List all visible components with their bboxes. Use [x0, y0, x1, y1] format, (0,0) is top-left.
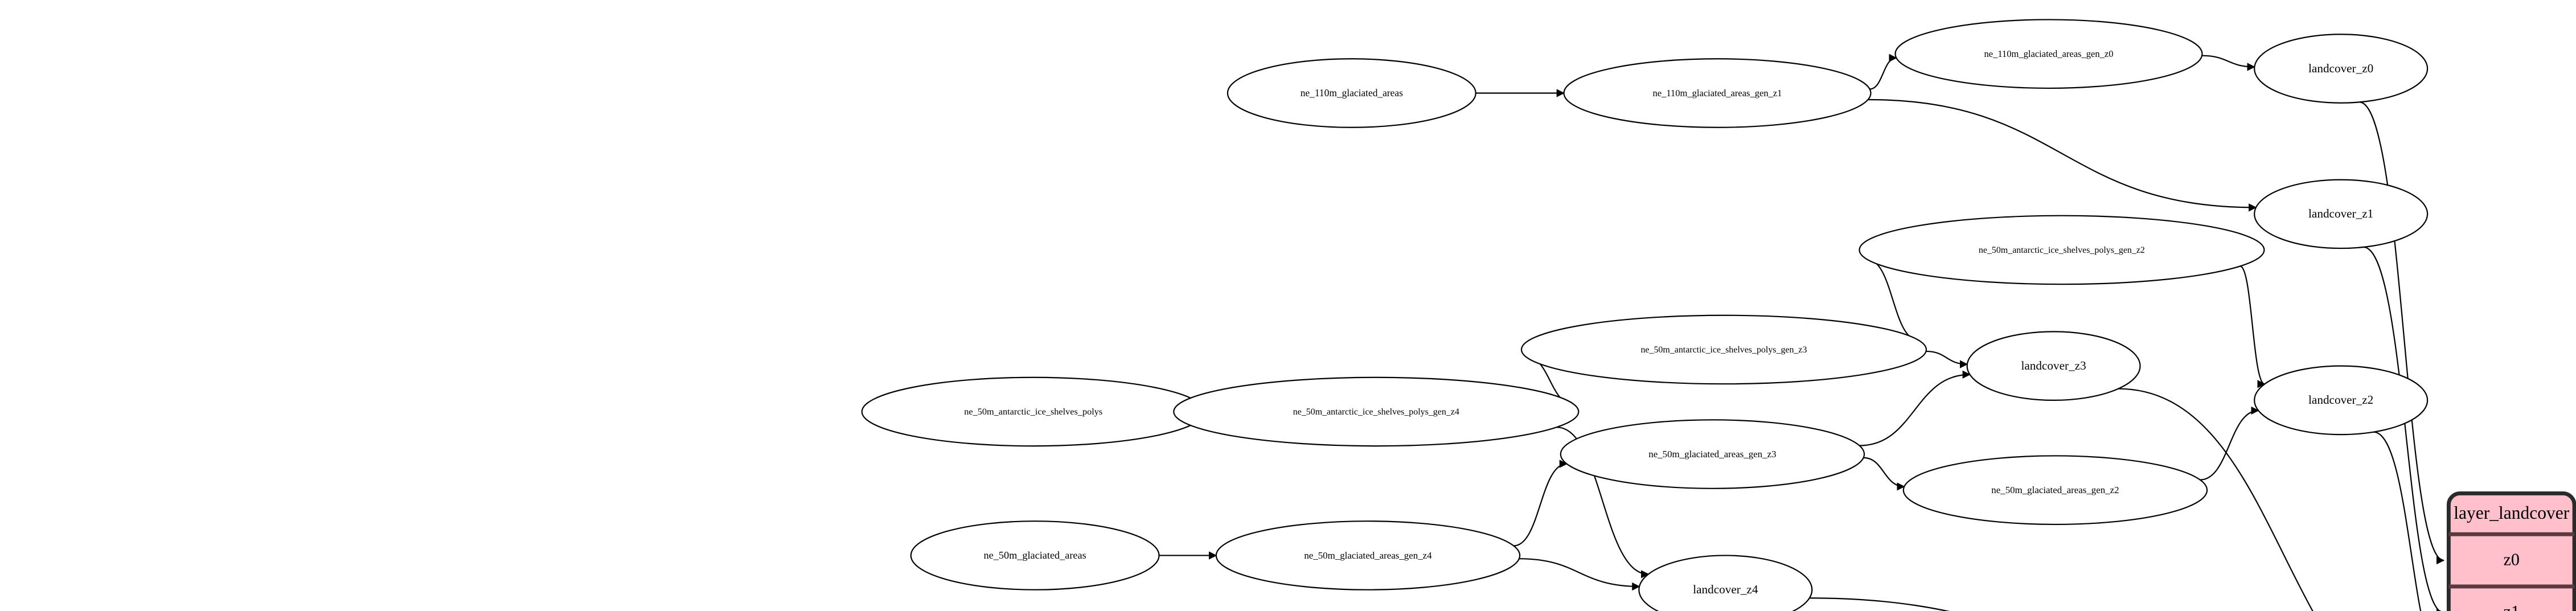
- graph-node-ne_50m_glaciated_areas_gen_z4[interactable]: ne_50m_glaciated_areas_gen_z4: [1216, 521, 1520, 589]
- node-label: landcover_z0: [2308, 61, 2373, 75]
- graph-edge-landcover_z3--to--layer_landcover.z3: [2118, 389, 2444, 611]
- table-title: layer_landcover: [2454, 503, 2570, 523]
- graph-node-ne_110m_glaciated_areas[interactable]: ne_110m_glaciated_areas: [1228, 59, 1476, 127]
- graph-node-ne_110m_glaciated_areas_gen_z0[interactable]: ne_110m_glaciated_areas_gen_z0: [1895, 19, 2202, 88]
- node-shape: [1521, 315, 1926, 384]
- graph-edge-landcover_z2--to--layer_landcover.z2: [2373, 432, 2443, 611]
- node-shape: [1904, 456, 2207, 524]
- node-label: landcover_z1: [2308, 207, 2373, 220]
- node-label: ne_110m_glaciated_areas: [1301, 87, 1403, 99]
- graph-edge-ne_50m_antarctic_ice_shelves_polys_gen_z3--to--landcover_z3: [1926, 351, 1970, 376]
- graph-node-ne_50m_glaciated_areas[interactable]: ne_50m_glaciated_areas: [911, 521, 1159, 589]
- graph-edge-ne_50m_antarctic_ice_shelves_polys_gen_z2--to--landcover_z2: [2240, 266, 2267, 396]
- nodes-layer: imposm3osm_landcover_polygonsimplify_vw_…: [0, 19, 2457, 611]
- graph-node-ne_50m_glaciated_areas_gen_z3[interactable]: ne_50m_glaciated_areas_gen_z3: [1561, 420, 1864, 488]
- graph-edge-ne_50m_glaciated_areas_gen_z2--to--landcover_z2: [2200, 399, 2261, 480]
- node-label: ne_50m_antarctic_ice_shelves_polys_gen_z…: [1640, 345, 1807, 355]
- graph-edge-ne_110m_glaciated_areas_gen_z1--to--landcover_z1: [1868, 100, 2259, 219]
- node-label: ne_50m_glaciated_areas: [984, 550, 1086, 561]
- node-shape: [2254, 180, 2427, 248]
- graph-node-ne_50m_antarctic_ice_shelves_polys_gen_z3[interactable]: ne_50m_antarctic_ice_shelves_polys_gen_z…: [1521, 315, 1926, 384]
- node-shape: [1564, 59, 1871, 127]
- node-label: ne_50m_antarctic_ice_shelves_polys_gen_z…: [1293, 407, 1459, 417]
- table-background: [2446, 491, 2576, 611]
- graph-node-ne_50m_antarctic_ice_shelves_polys_gen_z2[interactable]: ne_50m_antarctic_ice_shelves_polys_gen_z…: [1859, 216, 2264, 284]
- node-label: landcover_z3: [2021, 359, 2086, 372]
- layer-landcover-table: layer_landcoverz0z1z2z3z4z5z6z7z8z9z10z1…: [2446, 491, 2576, 611]
- node-shape: [1216, 521, 1520, 589]
- graph-node-ne_50m_antarctic_ice_shelves_polys_gen_z4[interactable]: ne_50m_antarctic_ice_shelves_polys_gen_z…: [1174, 378, 1578, 446]
- node-shape: [1967, 331, 2140, 400]
- graph-edge-ne_50m_glaciated_areas_gen_z3--to--landcover_z3: [1860, 363, 1972, 446]
- table-row-z0[interactable]: z0: [2504, 550, 2520, 569]
- node-label: ne_50m_glaciated_areas_gen_z3: [1648, 449, 1776, 460]
- node-shape: [1859, 216, 2264, 284]
- node-label: ne_50m_glaciated_areas_gen_z4: [1304, 550, 1432, 561]
- node-shape: [2254, 366, 2427, 434]
- graph-edge-ne_50m_glaciated_areas_gen_z4--to--landcover_z4: [1519, 559, 1642, 598]
- node-label: ne_50m_antarctic_ice_shelves_polys_gen_z…: [1979, 245, 2145, 255]
- node-shape: [1228, 59, 1476, 127]
- node-shape: [1561, 420, 1864, 488]
- node-label: landcover_z2: [2308, 393, 2373, 407]
- graph-node-landcover_z4[interactable]: landcover_z4: [1639, 555, 1812, 611]
- node-shape: [1174, 378, 1578, 446]
- graph-edge-ne_110m_glaciated_areas_gen_z1--to--ne_110m_glaciated_areas_gen_z0: [1870, 46, 1899, 89]
- node-shape: [1895, 19, 2202, 88]
- node-shape: [2254, 34, 2427, 102]
- graph-node-landcover_z1[interactable]: landcover_z1: [2254, 180, 2427, 248]
- graph-node-ne_50m_antarctic_ice_shelves_polys[interactable]: ne_50m_antarctic_ice_shelves_polys: [862, 378, 1205, 446]
- node-label: ne_50m_glaciated_areas_gen_z2: [1991, 485, 2119, 495]
- graph-edge-landcover_z4--to--layer_landcover.z4: [1810, 598, 2444, 611]
- graph-edge-landcover_z1--to--layer_landcover.z1: [2364, 247, 2446, 611]
- node-label: ne_110m_glaciated_areas_gen_z1: [1653, 88, 1782, 99]
- graph-node-landcover_z3[interactable]: landcover_z3: [1967, 331, 2140, 400]
- node-label: ne_50m_antarctic_ice_shelves_polys: [964, 406, 1102, 417]
- graph-node-ne_50m_glaciated_areas_gen_z2[interactable]: ne_50m_glaciated_areas_gen_z2: [1904, 456, 2207, 524]
- node-label: landcover_z4: [1693, 583, 1758, 596]
- graph-edge-ne_110m_glaciated_areas_gen_z0--to--landcover_z0: [2202, 56, 2257, 79]
- graph-edge-ne_50m_glaciated_areas_gen_z3--to--ne_50m_glaciated_areas_gen_z2: [1864, 458, 1907, 498]
- graph-edge-ne_50m_glaciated_areas_gen_z4--to--ne_50m_glaciated_areas_gen_z3: [1513, 452, 1569, 546]
- graph-node-landcover_z0[interactable]: landcover_z0: [2254, 34, 2427, 102]
- node-shape: [911, 521, 1159, 589]
- node-label: ne_110m_glaciated_areas_gen_z0: [1984, 48, 2113, 59]
- graph-edge-landcover_z0--to--layer_landcover.z0: [2360, 102, 2446, 572]
- node-shape: [1639, 555, 1812, 611]
- edges-layer: [92, 46, 2446, 611]
- table-row-z1[interactable]: z1: [2504, 602, 2520, 611]
- graph-node-landcover_z2[interactable]: landcover_z2: [2254, 366, 2427, 434]
- graph-edge-ne_50m_antarctic_ice_shelves_polys_gen_z4--to--landcover_z4: [1557, 427, 1651, 586]
- graph-node-ne_110m_glaciated_areas_gen_z1[interactable]: ne_110m_glaciated_areas_gen_z1: [1564, 59, 1871, 127]
